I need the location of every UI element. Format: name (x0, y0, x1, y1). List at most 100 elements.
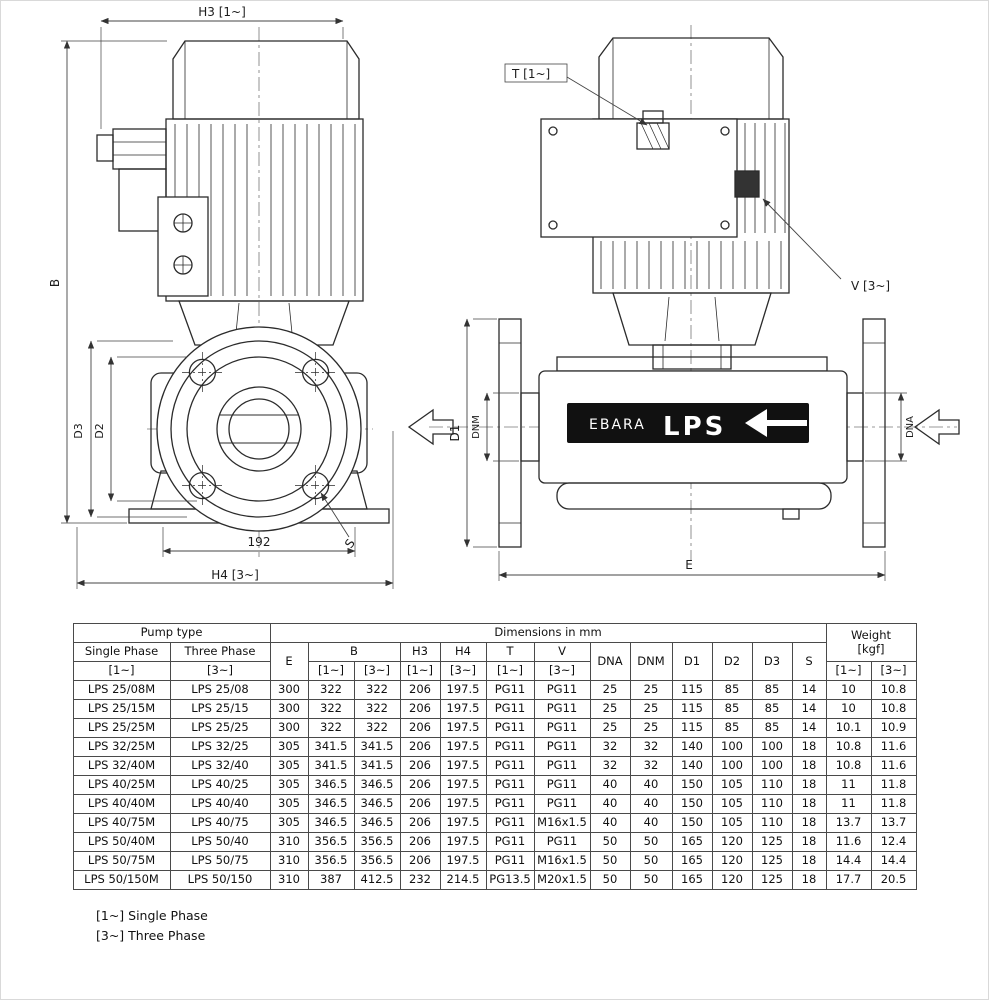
footnote-single-phase: [1~] Single Phase (96, 908, 208, 923)
col-header-three-phase: Three Phase (169, 642, 271, 662)
table-cell: LPS 32/40M (72, 756, 171, 776)
table-cell: 14.4 (870, 851, 917, 871)
leader-line-v (762, 198, 842, 280)
table-cell: 197.5 (439, 813, 487, 833)
table-cell: 341.5 (307, 756, 355, 776)
table-cell: 346.5 (353, 775, 401, 795)
table-cell: PG11 (485, 775, 535, 795)
table-cell: 14.4 (825, 851, 872, 871)
drain-plug (782, 508, 800, 520)
footnote-three-phase: [3~] Three Phase (96, 928, 206, 943)
table-cell: 305 (269, 737, 309, 757)
table-cell: 206 (399, 680, 441, 700)
table-cell: PG11 (533, 699, 591, 719)
table-cell: 387 (307, 870, 355, 890)
table-cell: 305 (269, 756, 309, 776)
table-cell: 32 (589, 756, 631, 776)
dim-label-e: E (685, 558, 693, 572)
table-cell: LPS 40/40M (72, 794, 171, 814)
dim-label-dnm: DNM (471, 415, 482, 439)
table-cell: PG11 (485, 680, 535, 700)
table-cell: 356.5 (353, 851, 401, 871)
table-cell: PG11 (485, 813, 535, 833)
table-cell: 14 (791, 718, 827, 738)
table-cell: 14 (791, 699, 827, 719)
col-header-s: S (791, 642, 827, 681)
col-header-dnm: DNM (629, 642, 673, 681)
col-header-pump-type: Pump type (72, 623, 271, 643)
col-header-t: T (485, 642, 535, 662)
cable-gland-block (112, 128, 167, 170)
table-cell: 50 (589, 851, 631, 871)
table-cell: LPS 25/08M (72, 680, 171, 700)
table-cell: 232 (399, 870, 441, 890)
table-cell: 322 (353, 718, 401, 738)
table-cell: 11.8 (870, 794, 917, 814)
table-cell: LPS 25/25M (72, 718, 171, 738)
weight-label: Weight (850, 628, 892, 643)
table-cell: PG11 (485, 832, 535, 852)
table-cell: 120 (711, 832, 753, 852)
front-view-dimensions (61, 17, 394, 589)
hub (216, 386, 302, 472)
table-cell: 150 (671, 794, 713, 814)
table-cell: 11.8 (870, 775, 917, 795)
cable-gland-t (636, 122, 670, 150)
leader-line-s (320, 492, 350, 538)
table-cell: 105 (711, 775, 753, 795)
table-cell: 356.5 (307, 832, 355, 852)
subheader-phase: [1~] (825, 661, 872, 681)
table-cell: 10 (825, 699, 872, 719)
table-cell: 300 (269, 718, 309, 738)
table-cell: 125 (751, 832, 793, 852)
col-header-v: V (533, 642, 591, 662)
brand-badge (567, 403, 809, 443)
dimensions-table: Pump type Dimensions in mm Weight [kgf] … (72, 623, 917, 890)
table-cell: 12.4 (870, 832, 917, 852)
table-cell: 206 (399, 699, 441, 719)
table-cell: 85 (711, 699, 753, 719)
table-cell: 25 (589, 680, 631, 700)
table-cell: 14 (791, 680, 827, 700)
dim-label-h4: H4 [3~] (211, 568, 259, 582)
table-cell: 346.5 (353, 813, 401, 833)
footnotes: [1~] Single Phase [3~] Three Phase (96, 906, 988, 946)
table-cell: 18 (791, 756, 827, 776)
table-cell: 20.5 (870, 870, 917, 890)
table-cell: 13.7 (825, 813, 872, 833)
table-cell: 18 (791, 813, 827, 833)
table-cell: 25 (629, 699, 673, 719)
technical-drawing: H3 [1~] B D3 D2 192 H4 [3~] S (48, 5, 960, 589)
weight-unit: [kgf] (857, 641, 885, 656)
table-cell: 18 (791, 832, 827, 852)
col-header-e: E (269, 642, 309, 681)
dim-label-d1: D1 (448, 425, 462, 442)
dim-label-h3: H3 [1~] (198, 5, 246, 19)
table-cell: 197.5 (439, 737, 487, 757)
table-cell: 40 (589, 794, 631, 814)
table-cell: 322 (307, 699, 355, 719)
table-cell: 85 (711, 718, 753, 738)
col-header-h3: H3 (399, 642, 441, 662)
table-cell: 40 (629, 813, 673, 833)
dim-label-b: B (48, 279, 62, 287)
front-view-labels: H3 [1~] B D3 D2 192 H4 [3~] S (48, 5, 358, 582)
col-header-b: B (307, 642, 401, 662)
table-cell: 110 (751, 813, 793, 833)
table-cell: 165 (671, 870, 713, 890)
table-cell: PG11 (533, 775, 591, 795)
table-cell: 206 (399, 832, 441, 852)
table-cell: 50 (629, 851, 673, 871)
table-cell: 18 (791, 737, 827, 757)
col-header-weight: Weight [kgf] (825, 623, 917, 662)
table-cell: 310 (269, 870, 309, 890)
table-cell: LPS 25/08 (169, 680, 271, 700)
table-cell: 13.7 (870, 813, 917, 833)
table-cell: 100 (711, 756, 753, 776)
table-cell: 140 (671, 756, 713, 776)
table-cell: 197.5 (439, 699, 487, 719)
